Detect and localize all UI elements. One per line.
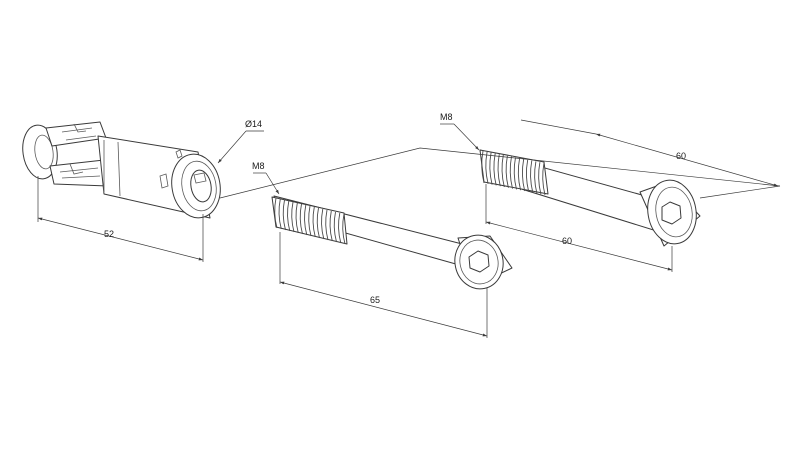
right-length-label-top: 60 <box>676 151 686 161</box>
anchor-length-label: 52 <box>104 229 114 239</box>
middle-length-label: 65 <box>370 295 380 305</box>
right-length-label-bottom: 60 <box>562 236 572 246</box>
dimension-right-thread: M8 <box>440 112 480 151</box>
dimension-anchor-length: 52 <box>37 176 204 262</box>
anchor-diameter-label: Ø14 <box>245 119 262 129</box>
dimension-middle-length: 65 <box>279 232 488 338</box>
dimension-right-length-bottom: 60 <box>485 184 673 272</box>
dimension-middle-thread: M8 <box>252 161 280 195</box>
right-screw <box>479 149 701 247</box>
dimension-right-length-top: 60 <box>520 119 779 187</box>
right-thread-label: M8 <box>440 112 453 122</box>
anchor-sleeve <box>22 121 221 219</box>
dimension-anchor-diameter: Ø14 <box>217 119 264 164</box>
middle-thread-label: M8 <box>252 161 265 171</box>
middle-screw <box>271 195 513 290</box>
